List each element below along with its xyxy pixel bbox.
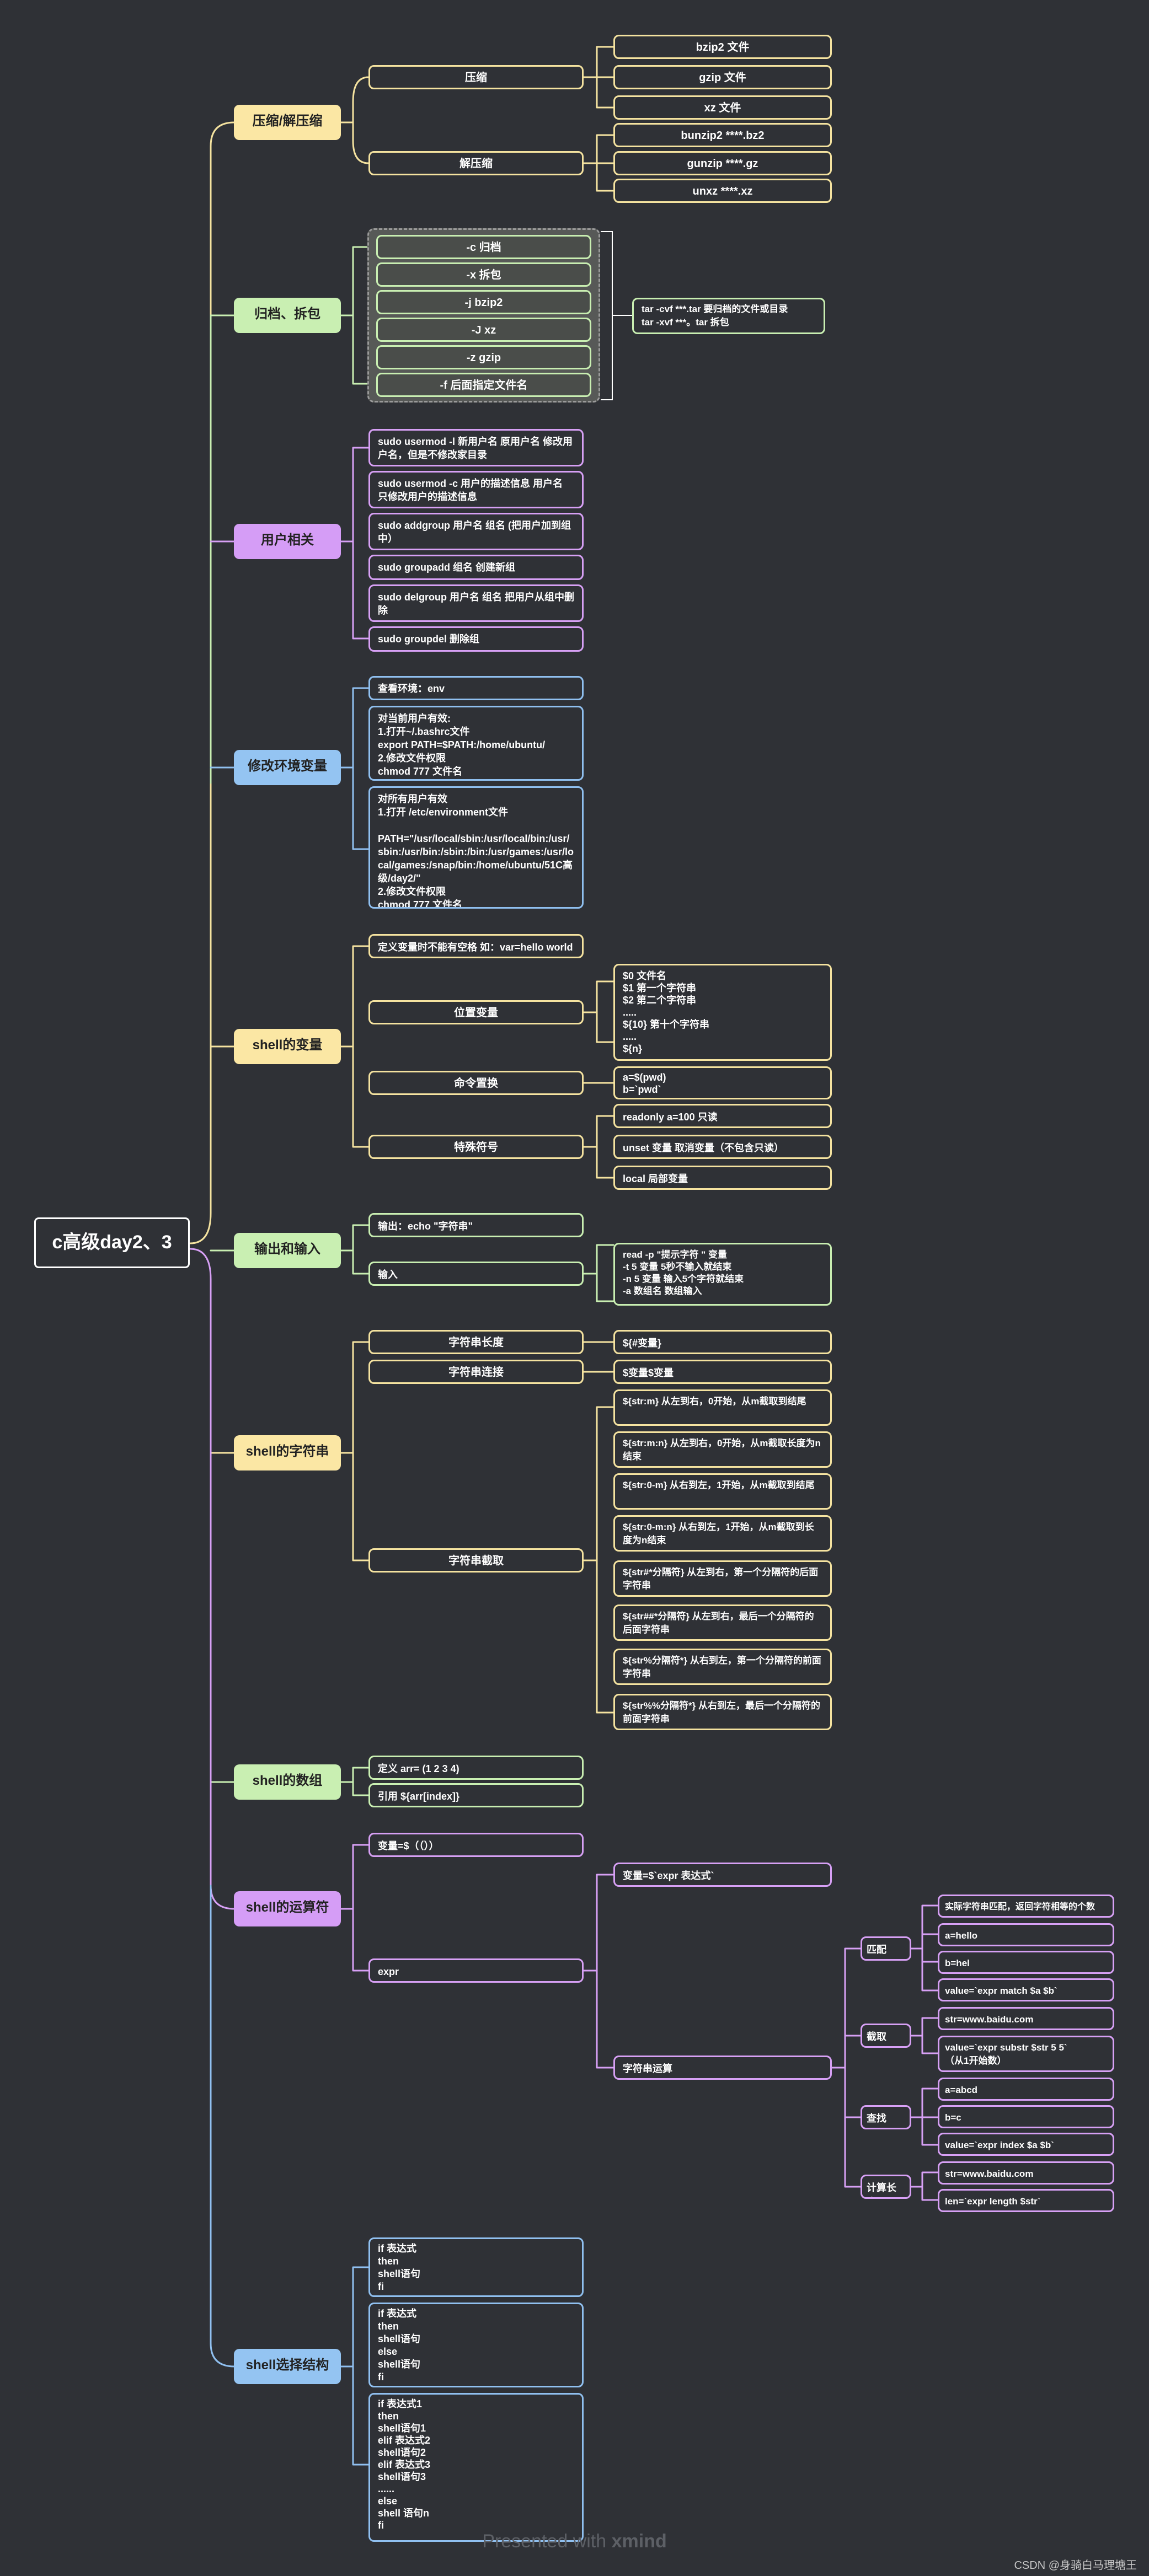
strop-find[interactable]: 查找 bbox=[861, 2105, 911, 2129]
branch-env[interactable]: 修改环境变量 bbox=[234, 750, 341, 785]
branch-operator[interactable]: shell的运算符 bbox=[234, 1891, 341, 1926]
branch-array[interactable]: shell的数组 bbox=[234, 1764, 341, 1800]
shellvar-special[interactable]: 特殊符号 bbox=[368, 1135, 584, 1159]
array-item[interactable]: 定义 arr= (1 2 3 4) bbox=[368, 1756, 584, 1780]
shellvar-special-item[interactable]: readonly a=100 只读 bbox=[613, 1104, 832, 1128]
branch-compress[interactable]: 压缩/解压缩 bbox=[234, 105, 341, 140]
string-slice-item[interactable]: ${str##*分隔符} 从左到右，最后一个分隔符的后面字符串 bbox=[613, 1604, 832, 1641]
branch-select[interactable]: shell选择结构 bbox=[234, 2349, 341, 2384]
io-input[interactable]: 输入 bbox=[368, 1262, 584, 1286]
archive-option[interactable]: -x 拆包 bbox=[376, 262, 591, 287]
archive-option[interactable]: -z gzip bbox=[376, 345, 591, 369]
compress-item[interactable]: bzip2 文件 bbox=[613, 35, 832, 59]
user-item[interactable]: sudo addgroup 用户名 组名 (把用户加到组中） bbox=[368, 513, 584, 550]
archive-summary[interactable]: tar -cvf ***.tar 要归档的文件或目录 tar -xvf ***。… bbox=[632, 298, 825, 334]
shellvar-position[interactable]: 位置变量 bbox=[368, 1000, 584, 1024]
operator-var[interactable]: 变量=$（（）） bbox=[368, 1833, 584, 1857]
shellvar-special-item[interactable]: local 局部变量 bbox=[613, 1166, 832, 1190]
select-item[interactable]: if 表达式 then shell语句 fi bbox=[368, 2237, 584, 2297]
strop-extract[interactable]: 截取 bbox=[861, 2024, 911, 2048]
compress-item[interactable]: gzip 文件 bbox=[613, 65, 832, 89]
decompress-node[interactable]: 解压缩 bbox=[368, 151, 584, 175]
archive-option[interactable]: -J xz bbox=[376, 318, 591, 342]
shellvar-define[interactable]: 定义变量时不能有空格 如：var=hello world bbox=[368, 934, 584, 958]
compress-item[interactable]: xz 文件 bbox=[613, 95, 832, 120]
strop-extract-item[interactable]: value=`expr substr $str 5 5` （从1开始数） bbox=[938, 2036, 1114, 2072]
io-input-detail[interactable]: read -p "提示字符 " 变量 -t 5 变量 5秒不输入就结束 -n 5… bbox=[613, 1243, 832, 1306]
shellvar-command[interactable]: 命令置换 bbox=[368, 1071, 584, 1095]
watermark-brand: xmind bbox=[611, 2531, 667, 2552]
string-slice-item[interactable]: ${str%%分隔符*} 从右到左，最后一个分隔符的前面字符串 bbox=[613, 1694, 832, 1730]
credit-text: CSDN @身骑白马理塘王 bbox=[1014, 2559, 1137, 2572]
string-slice-item[interactable]: ${str:0-m} 从右到左，1开始，从m截取到结尾 bbox=[613, 1473, 832, 1510]
strop-extract-item[interactable]: str=www.baidu.com bbox=[938, 2007, 1114, 2030]
strop-match-item[interactable]: b=hel bbox=[938, 1951, 1114, 1974]
strop-find-item[interactable]: b=c bbox=[938, 2105, 1114, 2128]
decompress-item[interactable]: gunzip ****.gz bbox=[613, 151, 832, 175]
strop-length-item[interactable]: str=www.baidu.com bbox=[938, 2161, 1114, 2185]
shellvar-command-detail[interactable]: a=$(pwd) b=`pwd` bbox=[613, 1066, 832, 1099]
select-item[interactable]: if 表达式 then shell语句 else shell语句 fi bbox=[368, 2303, 584, 2387]
user-item[interactable]: sudo usermod -c 用户的描述信息 用户名 只修改用户的描述信息 bbox=[368, 471, 584, 508]
operator-expr[interactable]: expr bbox=[368, 1958, 584, 1983]
branch-io[interactable]: 输出和输入 bbox=[234, 1233, 341, 1268]
user-item[interactable]: sudo groupadd 组名 创建新组 bbox=[368, 555, 584, 580]
user-item[interactable]: sudo usermod -l 新用户名 原用户名 修改用户名，但是不修改家目录 bbox=[368, 429, 584, 466]
decompress-item[interactable]: bunzip2 ****.bz2 bbox=[613, 123, 832, 147]
root-node[interactable]: c高级day2、3 bbox=[34, 1217, 190, 1268]
archive-option[interactable]: -c 归档 bbox=[376, 235, 591, 259]
string-slice-item[interactable]: ${str:0-m:n} 从右到左，1开始，从m截取到长度为n结束 bbox=[613, 1515, 832, 1552]
string-slice-item[interactable]: ${str:m:n} 从左到右，0开始，从m截取长度为n结束 bbox=[613, 1431, 832, 1468]
strop-length-item[interactable]: len=`expr length $str` bbox=[938, 2189, 1114, 2212]
strop-find-item[interactable]: value=`expr index $a $b` bbox=[938, 2133, 1114, 2156]
string-slice-item[interactable]: ${str:m} 从左到右，0开始，从m截取到结尾 bbox=[613, 1389, 832, 1426]
string-concat-detail[interactable]: $变量$变量 bbox=[613, 1360, 832, 1384]
select-item[interactable]: if 表达式1 then shell语句1 elif 表达式2 shell语句2… bbox=[368, 2393, 584, 2542]
string-length[interactable]: 字符串长度 bbox=[368, 1330, 584, 1354]
env-item[interactable]: 对当前用户有效: 1.打开~/.bashrc文件 export PATH=$PA… bbox=[368, 706, 584, 781]
strop-match-item[interactable]: a=hello bbox=[938, 1923, 1114, 1946]
watermark-prefix: Presented with bbox=[482, 2531, 612, 2552]
branch-user[interactable]: 用户相关 bbox=[234, 524, 341, 559]
strop-match[interactable]: 匹配 bbox=[861, 1936, 911, 1961]
branch-string[interactable]: shell的字符串 bbox=[234, 1435, 341, 1471]
user-item[interactable]: sudo groupdel 删除组 bbox=[368, 626, 584, 652]
env-item[interactable]: 查看环境：env bbox=[368, 676, 584, 700]
decompress-item[interactable]: unxz ****.xz bbox=[613, 179, 832, 203]
shellvar-position-detail[interactable]: $0 文件名 $1 第一个字符串 $2 第二个字符串 ..... ${10} 第… bbox=[613, 964, 832, 1061]
string-length-detail[interactable]: ${#变量} bbox=[613, 1330, 832, 1354]
env-item[interactable]: 对所有用户有效 1.打开 /etc/environment文件 PATH="/u… bbox=[368, 786, 584, 909]
branch-shell-var[interactable]: shell的变量 bbox=[234, 1029, 341, 1064]
array-item[interactable]: 引用 ${arr[index]} bbox=[368, 1783, 584, 1807]
user-item[interactable]: sudo delgroup 用户名 组名 把用户从组中删除 bbox=[368, 584, 584, 622]
archive-option[interactable]: -f 后面指定文件名 bbox=[376, 373, 591, 397]
watermark: Presented with xmind bbox=[0, 2531, 1149, 2552]
operator-string-op[interactable]: 字符串运算 bbox=[613, 2056, 832, 2080]
archive-option[interactable]: -j bzip2 bbox=[376, 290, 591, 314]
operator-expr-var[interactable]: 变量=$`expr 表达式` bbox=[613, 1863, 832, 1887]
branch-archive[interactable]: 归档、拆包 bbox=[234, 298, 341, 333]
string-slice-item[interactable]: ${str%分隔符*} 从右到左，第一个分隔符的前面字符串 bbox=[613, 1649, 832, 1685]
strop-match-item[interactable]: 实际字符串匹配，返回字符相等的个数 bbox=[938, 1895, 1114, 1918]
string-slice-item[interactable]: ${str#*分隔符} 从左到右，第一个分隔符的后面字符串 bbox=[613, 1560, 832, 1597]
io-output[interactable]: 输出：echo "字符串" bbox=[368, 1213, 584, 1237]
string-concat[interactable]: 字符串连接 bbox=[368, 1360, 584, 1384]
compress-node[interactable]: 压缩 bbox=[368, 65, 584, 89]
string-slice[interactable]: 字符串截取 bbox=[368, 1548, 584, 1573]
shellvar-special-item[interactable]: unset 变量 取消变量（不包含只读） bbox=[613, 1135, 832, 1159]
strop-find-item[interactable]: a=abcd bbox=[938, 2078, 1114, 2101]
strop-length[interactable]: 计算长度 bbox=[861, 2175, 911, 2199]
strop-match-item[interactable]: value=`expr match $a $b` bbox=[938, 1978, 1114, 2001]
